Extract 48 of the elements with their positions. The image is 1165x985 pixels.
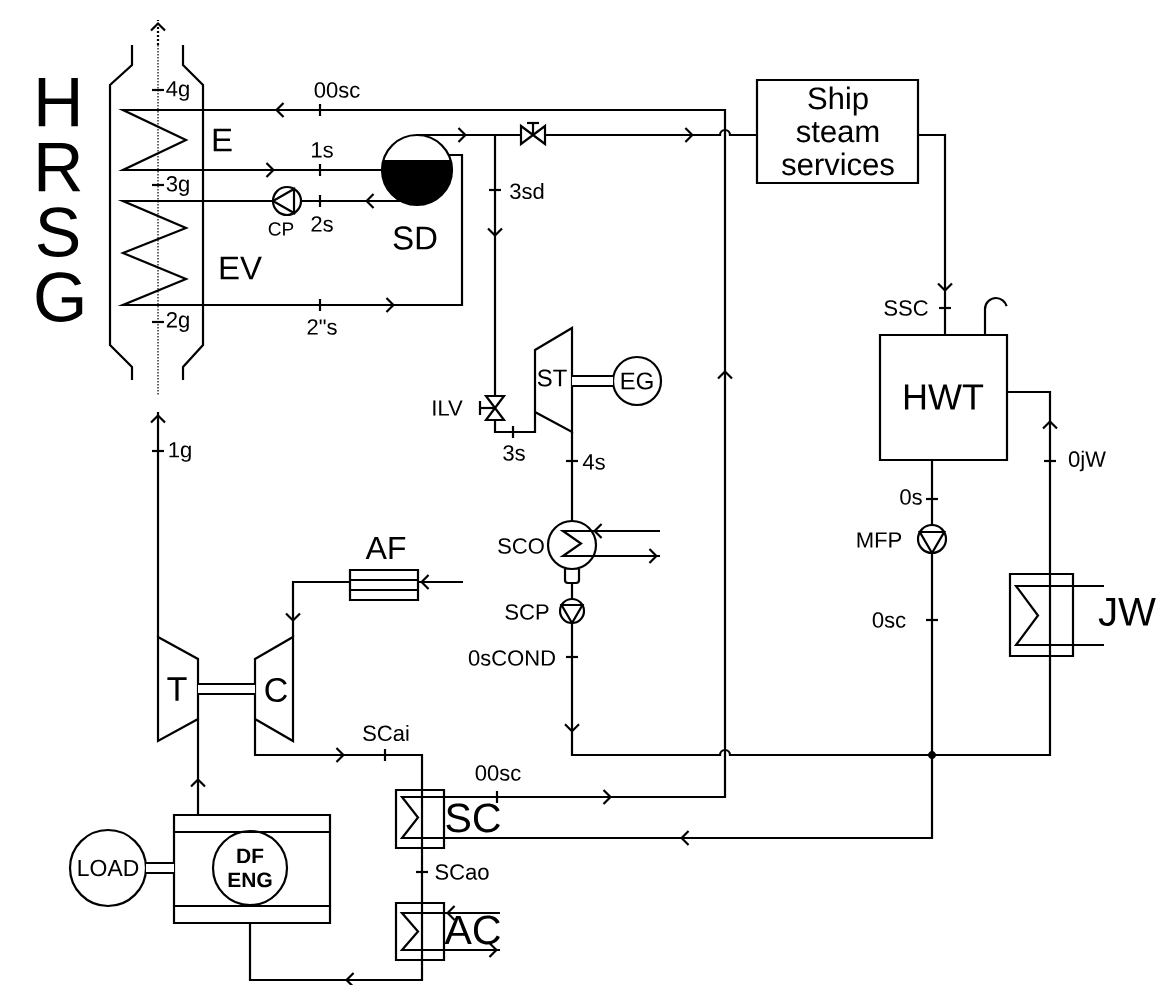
edge-label: 3sd — [510, 182, 544, 200]
stream-label: 4g — [166, 81, 189, 101]
pipe-line — [930, 460, 934, 525]
edge-label: 0sCOND — [468, 650, 555, 666]
pipe-line — [203, 199, 273, 203]
node-label: AC — [444, 915, 500, 945]
node-label: SD — [393, 226, 437, 250]
steam-drum: SD — [380, 133, 454, 250]
shaft — [572, 375, 613, 387]
valve-symbol — [519, 121, 547, 147]
edge-label: 2"s — [307, 319, 337, 335]
node-label: JW — [1098, 598, 1156, 626]
edge-label: 0s — [900, 489, 922, 505]
edge-label: SCai — [363, 724, 409, 742]
shaft — [146, 862, 174, 874]
flow-arrow — [444, 905, 500, 921]
pipe-line — [493, 412, 537, 434]
stream-label: 3g — [166, 176, 189, 196]
edge-label: 00sc — [314, 82, 360, 98]
pipe-line — [570, 432, 574, 521]
shaft — [198, 683, 255, 695]
stream-label: 00sc — [475, 765, 521, 781]
edge-label: 2s — [311, 216, 333, 232]
part-label: EV — [220, 256, 262, 280]
edge-label: 1g — [169, 442, 191, 462]
flow-arrow — [444, 942, 500, 958]
flow-arrow — [591, 523, 660, 539]
engine-box: DF ENG — [172, 813, 332, 925]
part-label: E — [213, 128, 232, 152]
flow-arrow — [150, 412, 166, 637]
pipe-line — [420, 848, 424, 903]
heat-exchanger: JW — [1008, 572, 1156, 658]
edge-label: 3s — [503, 445, 525, 461]
flow-arrow — [150, 20, 166, 45]
edge-label: 4s — [582, 454, 605, 470]
heat-exchanger: SC — [394, 788, 500, 850]
edge-label: SCao — [435, 864, 489, 880]
process-box: Ship steam services — [755, 78, 920, 185]
edge-label: 0jW — [1068, 450, 1106, 472]
stream-label: 2g — [166, 312, 189, 332]
edge-label: 1s — [312, 142, 333, 158]
pipe-line — [570, 583, 574, 599]
flow-arrow — [591, 548, 660, 564]
heat-exchanger: AC — [394, 901, 500, 962]
edge-label: SSC — [884, 300, 928, 316]
node-label: SC — [446, 803, 500, 833]
edge-label: 0sc — [872, 612, 906, 628]
flow-arrow — [418, 574, 463, 590]
